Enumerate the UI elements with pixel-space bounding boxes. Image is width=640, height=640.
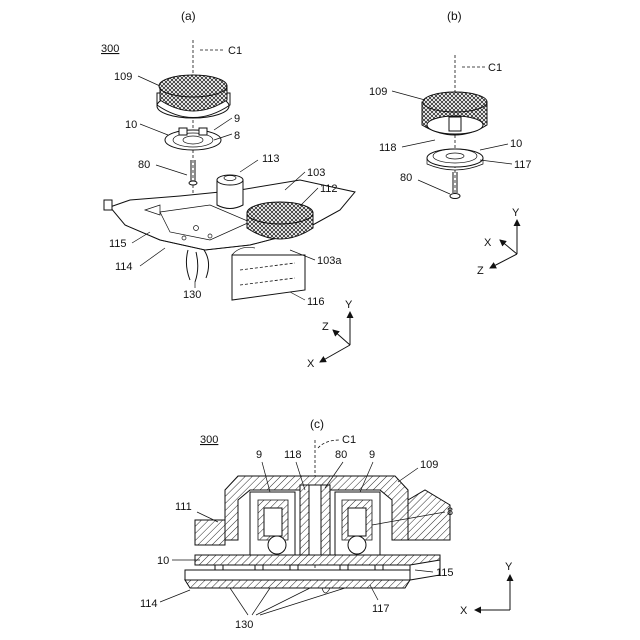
- panel-a-label-113: 113: [262, 153, 280, 165]
- panel-a-label-112: 112: [320, 183, 338, 195]
- panel-a-label-103: 103: [307, 167, 325, 179]
- panel-c-label-115: 115: [436, 567, 454, 579]
- panel-a-caption: (a): [181, 9, 196, 23]
- panel-a-label-115: 115: [109, 238, 127, 250]
- panel-a-label-130: 130: [183, 289, 201, 301]
- panel-c-label-114: 114: [140, 598, 158, 610]
- panel-a-label-109: 109: [114, 71, 132, 83]
- panel-a-c1-label: C1: [228, 45, 242, 57]
- panel-c-label-111: 111: [175, 501, 192, 513]
- panel-a-axes-triad: Y X Z: [307, 299, 353, 370]
- panel-a-label-80: 80: [138, 159, 150, 171]
- panel-c-label-109: 109: [420, 459, 438, 471]
- panel-c-c1-leader: [318, 440, 340, 448]
- panel-b-label-117: 117: [514, 159, 532, 171]
- panel-b-caption: (b): [447, 9, 462, 23]
- panel-b-axis-x: X: [484, 237, 492, 249]
- panel-c-gear-10: [195, 555, 440, 565]
- panel-b-label-80: 80: [400, 172, 412, 184]
- panel-b-label-10: 10: [510, 138, 522, 150]
- panel-b-label-118: 118: [379, 142, 397, 154]
- panel-c-c1-label: C1: [342, 434, 356, 446]
- panel-c-caption: (c): [310, 417, 324, 431]
- panel-c: (c) 300 C1: [140, 417, 513, 631]
- panel-b-c1-label: C1: [488, 62, 502, 74]
- panel-a: (a) 300 C1: [101, 9, 355, 370]
- panel-b-label-109: 109: [369, 86, 387, 98]
- panel-c-label-118: 118: [284, 449, 302, 461]
- panel-c-assembly-label: 300: [200, 434, 218, 446]
- panel-c-label-9b: 9: [369, 449, 375, 461]
- panel-c-axis-y: Y: [505, 561, 513, 573]
- panel-a-gear-10: [165, 128, 221, 150]
- panel-c-axis-x: X: [460, 605, 468, 617]
- panel-a-knob-109: [157, 75, 230, 118]
- panel-c-label-117: 117: [372, 603, 390, 615]
- panel-a-axis-z: Z: [322, 321, 329, 333]
- panel-c-shaft-80: [300, 485, 330, 565]
- panel-a-axis-x: X: [307, 358, 315, 370]
- panel-c-label-9a: 9: [256, 449, 262, 461]
- panel-c-label-130: 130: [235, 619, 253, 631]
- panel-a-cable-116: [232, 247, 305, 300]
- panel-a-label-8: 8: [234, 130, 240, 142]
- panel-a-label-116: 116: [307, 296, 325, 308]
- panel-a-assembly-label: 300: [101, 43, 119, 55]
- panel-a-label-10: 10: [125, 119, 137, 131]
- panel-b: (b) C1 109 118 10: [369, 9, 532, 277]
- panel-a-knob-112: [247, 202, 313, 239]
- panel-a-label-114: 114: [115, 261, 133, 273]
- panel-a-label-9: 9: [234, 113, 240, 125]
- panel-b-gear-10: [427, 149, 483, 170]
- panel-c-label-10: 10: [157, 555, 169, 567]
- panel-c-label-8: 8: [447, 506, 453, 518]
- panel-a-axis-y: Y: [345, 299, 353, 311]
- panel-b-axes-triad: Y X Z: [477, 207, 520, 277]
- panel-c-label-80: 80: [335, 449, 347, 461]
- panel-b-axis-y: Y: [512, 207, 520, 219]
- panel-b-axis-z: Z: [477, 265, 484, 277]
- panel-a-wires-130: [186, 250, 208, 282]
- panel-a-label-103a: 103a: [317, 255, 342, 267]
- panel-b-knob-109: [422, 92, 487, 135]
- panel-c-axes-triad: Y X: [460, 561, 513, 617]
